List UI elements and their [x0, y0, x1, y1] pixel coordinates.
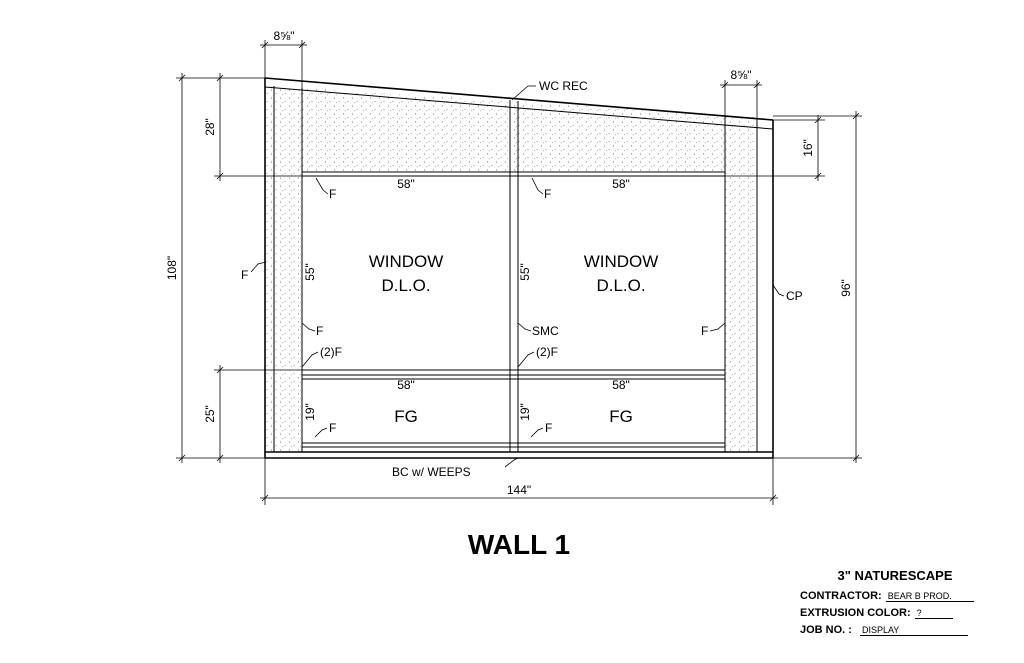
contractor-label: CONTRACTOR: [800, 590, 882, 602]
callout-f-bottom-left: F [329, 421, 336, 435]
callout-wc-rec: WC REC [539, 79, 588, 93]
dim-window-width-left: 58" [397, 177, 415, 191]
window-right-label-2: D.L.O. [596, 276, 645, 295]
window-left-label-2: D.L.O. [381, 276, 430, 295]
callout-cp: CP [786, 289, 803, 303]
contractor-value: BEAR B PROD. [885, 591, 974, 602]
callout-f-left-outer: F [241, 268, 248, 282]
dim-left-upper: 28" [203, 118, 217, 136]
dim-top-left: 8⅝" [274, 29, 295, 43]
dim-fg-height-left: 19" [303, 403, 317, 421]
dim-window-width-right: 58" [612, 177, 630, 191]
dim-window-height-left: 55" [303, 263, 317, 281]
dim-fg-width-right: 58" [612, 378, 630, 392]
extrusion-color-value: ? [914, 608, 953, 619]
extrusion-color-label: EXTRUSION COLOR: [800, 607, 911, 619]
dim-left-lower: 25" [203, 405, 217, 423]
dim-top-right: 8⅝" [731, 68, 752, 82]
dim-right-upper: 16" [801, 139, 815, 157]
extrusion-color-row: EXTRUSION COLOR:? [800, 607, 990, 619]
job-number-value: DISPLAY [859, 625, 968, 636]
window-left-label-1: WINDOW [369, 252, 444, 271]
callout-leaders [250, 85, 785, 468]
dim-window-height-right: 55" [518, 263, 532, 281]
dim-fg-height-right: 19" [518, 403, 532, 421]
fg-right-label: FG [609, 407, 633, 426]
callout-f-right-inner: F [701, 324, 708, 338]
dim-left-total: 108" [165, 256, 179, 280]
callout-f-top-mid: F [544, 187, 551, 201]
fg-left-label: FG [394, 407, 418, 426]
window-right-label-1: WINDOW [584, 252, 659, 271]
contractor-row: CONTRACTOR:BEAR B PROD. [800, 590, 990, 602]
job-number-row: JOB NO. : DISPLAY [800, 624, 990, 636]
callout-2f-mid: (2)F [536, 345, 558, 359]
callout-f-bottom-mid: F [545, 421, 552, 435]
product-name: 3" NATURESCAPE [837, 568, 953, 583]
callout-f-top-left: F [329, 187, 336, 201]
callout-smc: SMC [532, 324, 559, 338]
wall-title: WALL 1 [468, 529, 570, 560]
callout-2f-left: (2)F [320, 345, 342, 359]
wall-frame [264, 77, 774, 459]
dimension-lines [176, 40, 862, 505]
panel-fill [266, 88, 757, 453]
title-block: 3" NATURESCAPE CONTRACTOR:BEAR B PROD. E… [800, 568, 990, 641]
dim-fg-width-left: 58" [397, 378, 415, 392]
callout-bc-weeps: BC w/ WEEPS [392, 465, 471, 479]
callout-f-left-inner: F [316, 324, 323, 338]
dim-overall-width: 144" [507, 483, 531, 497]
dim-right-total: 96" [839, 279, 853, 297]
job-number-label: JOB NO. : [800, 624, 852, 636]
